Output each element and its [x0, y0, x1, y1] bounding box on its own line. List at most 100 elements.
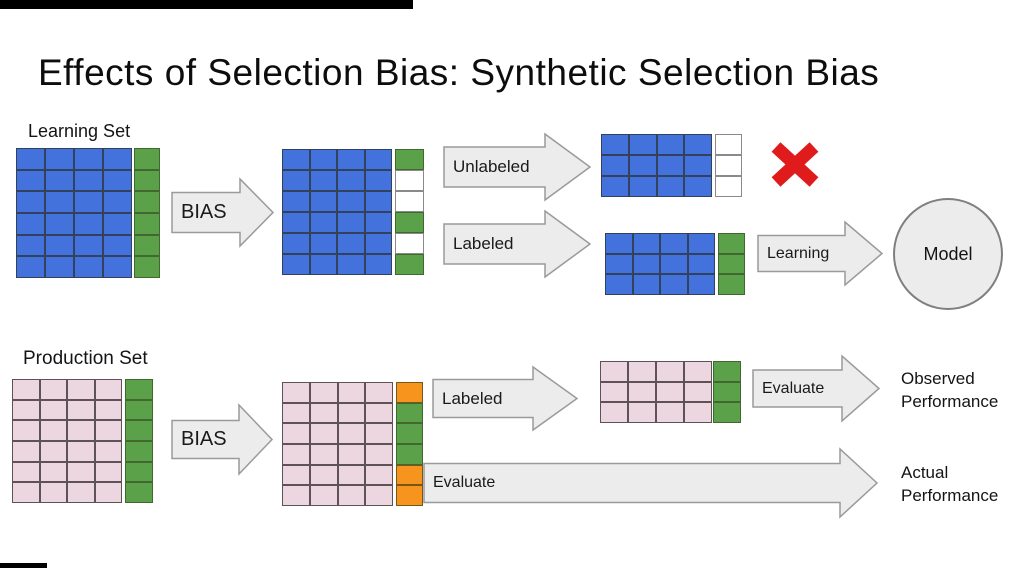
grid-cell [12, 379, 40, 400]
label-cell-green [125, 461, 153, 483]
grid-cell [628, 134, 657, 155]
grid-cell [45, 256, 74, 279]
grid-cell [687, 274, 715, 296]
grid-cell [600, 402, 628, 424]
grid-cell [337, 382, 366, 403]
label-cell-green [125, 441, 153, 462]
unlabeled-arrow-label: Unlabeled [453, 157, 530, 176]
slide-title: Effects of Selection Bias: Synthetic Sel… [38, 52, 880, 93]
grid-cell [282, 444, 310, 465]
grid-cell [12, 441, 40, 462]
grid-cell [16, 191, 45, 214]
grid-cell [16, 169, 45, 192]
grid-cell [365, 485, 393, 507]
grid-cell [632, 274, 660, 296]
grid-cell [74, 148, 103, 170]
grid-cell [94, 461, 122, 483]
model-node: Model [893, 198, 1003, 310]
grid-cell [628, 176, 657, 197]
grid-cell [39, 399, 67, 421]
grid-cell [365, 423, 393, 445]
label-cell-green [134, 256, 160, 279]
label-cell-green [713, 402, 741, 424]
grid-cell [45, 234, 74, 257]
labeled-production-arrow: Labeled [432, 365, 579, 432]
label-cell-white [395, 191, 424, 212]
production-set-grid-main [12, 379, 122, 504]
label-cell-green [718, 233, 745, 254]
bias-production-arrow-label: BIAS [181, 428, 227, 450]
evaluate-actual-arrow: Evaluate [423, 447, 879, 519]
production-set-label: Production Set [23, 348, 148, 369]
label-cell-white [715, 176, 742, 197]
grid-cell [364, 149, 392, 170]
grid-cell [337, 233, 365, 254]
learning-set-label: Learning Set [28, 121, 131, 141]
grid-cell [365, 444, 393, 465]
labeled-production-grid-label-column [713, 361, 741, 424]
learning-arrow: Learning [757, 220, 884, 287]
grid-cell [282, 212, 310, 233]
grid-cell [309, 149, 337, 170]
grid-cell [337, 444, 366, 465]
biased-learning-grid-label-column [395, 149, 424, 275]
grid-cell [16, 213, 45, 235]
bias-learning-arrow: BIAS [171, 177, 275, 248]
grid-cell [309, 485, 338, 507]
letterbox-bar-bottom [0, 563, 47, 568]
grid-cell [16, 256, 45, 279]
label-cell-green [134, 213, 160, 235]
grid-cell [39, 420, 67, 442]
grid-cell [282, 233, 310, 254]
evaluate-actual-arrow-shape [423, 447, 879, 519]
grid-cell [684, 361, 712, 382]
unlabeled-arrow: Unlabeled [443, 132, 592, 202]
label-cell-green [396, 423, 423, 445]
grid-cell [67, 420, 95, 442]
grid-cell [605, 253, 633, 275]
grid-cell [94, 441, 122, 462]
grid-cell [74, 234, 103, 257]
grid-cell [282, 464, 310, 486]
grid-cell [656, 134, 685, 155]
grid-cell [67, 399, 95, 421]
grid-cell [605, 233, 633, 254]
label-cell-green [395, 149, 424, 170]
grid-cell [103, 213, 132, 235]
bias-production-arrow-shape [171, 403, 274, 476]
label-cell-orange [396, 464, 423, 486]
grid-cell [364, 212, 392, 233]
grid-cell [601, 176, 629, 197]
label-cell-green [718, 253, 745, 275]
grid-cell [282, 402, 310, 424]
label-cell-green [718, 274, 745, 296]
grid-cell [309, 423, 338, 445]
evaluate-observed-arrow-label: Evaluate [762, 379, 825, 397]
grid-cell [12, 461, 40, 483]
grid-cell [282, 423, 310, 445]
grid-cell [660, 274, 688, 296]
label-cell-green [134, 169, 160, 192]
grid-cell [39, 461, 67, 483]
grid-cell [656, 176, 685, 197]
grid-cell [365, 402, 393, 424]
labeled-learning-arrow-label: Labeled [453, 234, 514, 253]
label-cell-white [395, 233, 424, 254]
red-x-icon [771, 142, 819, 192]
grid-cell [12, 420, 40, 442]
grid-cell [337, 149, 365, 170]
label-cell-white [395, 170, 424, 191]
label-cell-white [715, 134, 742, 155]
labeled-subset-grid-label-column [718, 233, 745, 296]
grid-cell [39, 379, 67, 400]
grid-cell [684, 381, 712, 403]
biased-production-grid-label-column [396, 382, 423, 507]
label-cell-green [395, 254, 424, 275]
grid-cell [67, 461, 95, 483]
label-cell-green [396, 402, 423, 424]
grid-cell [282, 170, 310, 191]
grid-cell [309, 382, 338, 403]
grid-cell [628, 381, 656, 403]
grid-cell [337, 170, 365, 191]
grid-cell [16, 148, 45, 170]
